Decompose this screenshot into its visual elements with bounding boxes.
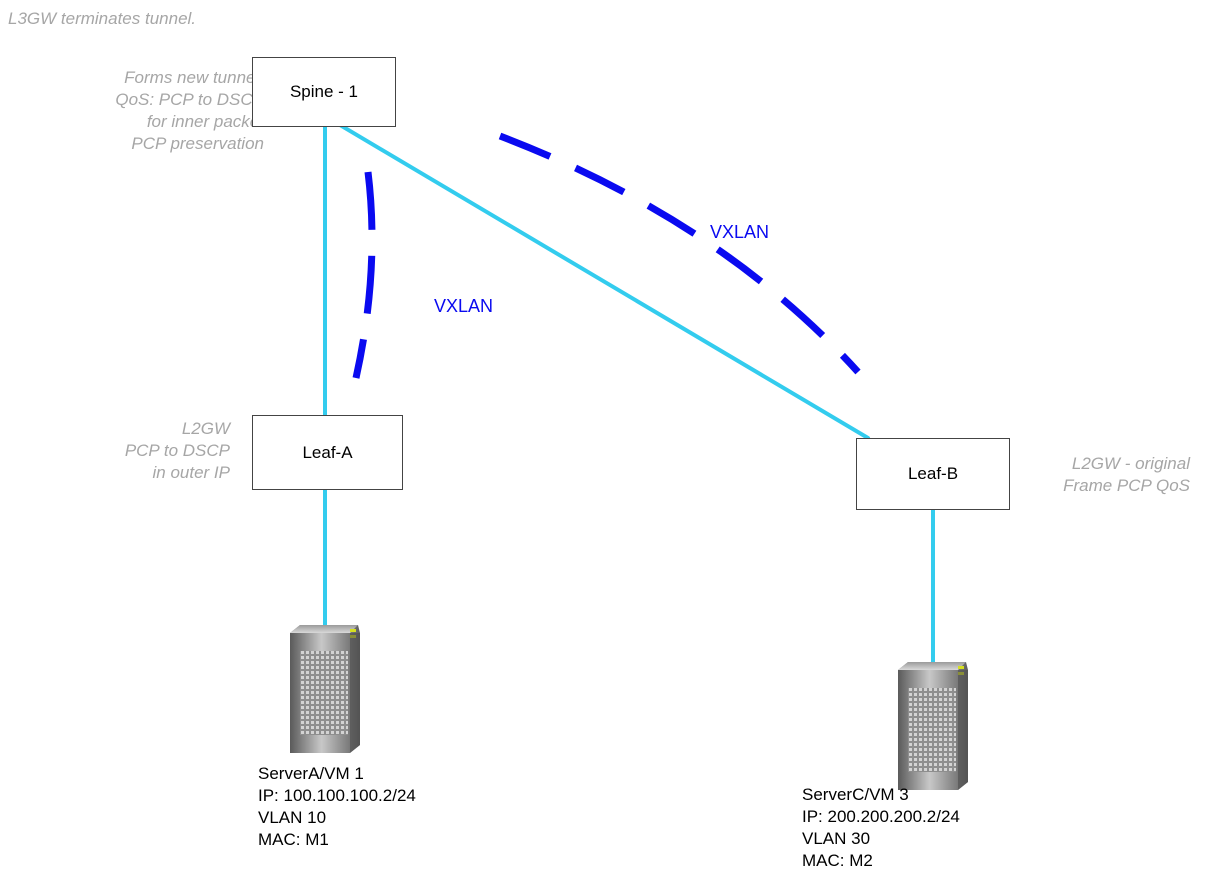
- server-a-info: ServerA/VM 1 IP: 100.100.100.2/24 VLAN 1…: [258, 763, 416, 851]
- vxlan-tunnels: [352, 132, 861, 379]
- vxlan-label-leaf-a: VXLAN: [434, 296, 494, 316]
- link-spine-leaf-b: [338, 123, 870, 440]
- server-a-ip: IP: 100.100.100.2/24: [258, 786, 416, 805]
- server-c-info: ServerC/VM 3 IP: 200.200.200.2/24 VLAN 3…: [802, 784, 960, 872]
- note-spine-line-4: PCP preservation: [131, 134, 264, 153]
- server-c-mac: MAC: M2: [802, 851, 873, 870]
- vxlan-tunnel-leaf-a: [352, 171, 376, 379]
- note-leaf-b-line-2: Frame PCP QoS: [1063, 476, 1190, 495]
- note-spine-line-1: Forms new tunnel.: [124, 68, 264, 87]
- server-a-name: ServerA/VM 1: [258, 764, 364, 783]
- leaf-b-node[interactable]: Leaf-B: [856, 438, 1010, 510]
- vxlan-tunnel-leaf-b: [498, 132, 861, 375]
- note-spine-line-2: QoS: PCP to DSCP: [115, 90, 264, 109]
- server-c-vlan: VLAN 30: [802, 829, 871, 848]
- server-a-mac: MAC: M1: [258, 830, 329, 849]
- leaf-a-node[interactable]: Leaf-A: [252, 415, 403, 490]
- note-leaf-a-line-2: PCP to DSCP: [124, 441, 230, 460]
- spine-node[interactable]: Spine - 1: [252, 57, 396, 127]
- leaf-b-node-label: Leaf-B: [907, 464, 959, 483]
- vxlan-label-leaf-b: VXLAN: [710, 222, 770, 242]
- note-l3gw: L3GW terminates tunnel.: [8, 9, 197, 28]
- links: [323, 123, 935, 664]
- note-spine-line-3: for inner packet: [146, 112, 264, 131]
- note-leaf-b: L2GW - original Frame PCP QoS: [1000, 453, 1190, 497]
- server-c-name: ServerC/VM 3: [802, 785, 909, 804]
- note-leaf-b-line-1: L2GW - original: [1071, 454, 1190, 473]
- server-c-icon: [898, 662, 968, 790]
- server-c-ip: IP: 200.200.200.2/24: [802, 807, 960, 826]
- note-leaf-a-line-1: L2GW: [181, 419, 230, 438]
- note-leaf-a-line-3: in outer IP: [152, 463, 231, 482]
- note-leaf-a: L2GW PCP to DSCP in outer IP: [0, 418, 230, 484]
- server-a-vlan: VLAN 10: [258, 808, 327, 827]
- server-a-icon: [290, 625, 360, 753]
- spine-node-label: Spine - 1: [289, 82, 359, 101]
- note-spine: Forms new tunnel. QoS: PCP to DSCP for i…: [0, 67, 264, 155]
- leaf-a-node-label: Leaf-A: [302, 442, 353, 462]
